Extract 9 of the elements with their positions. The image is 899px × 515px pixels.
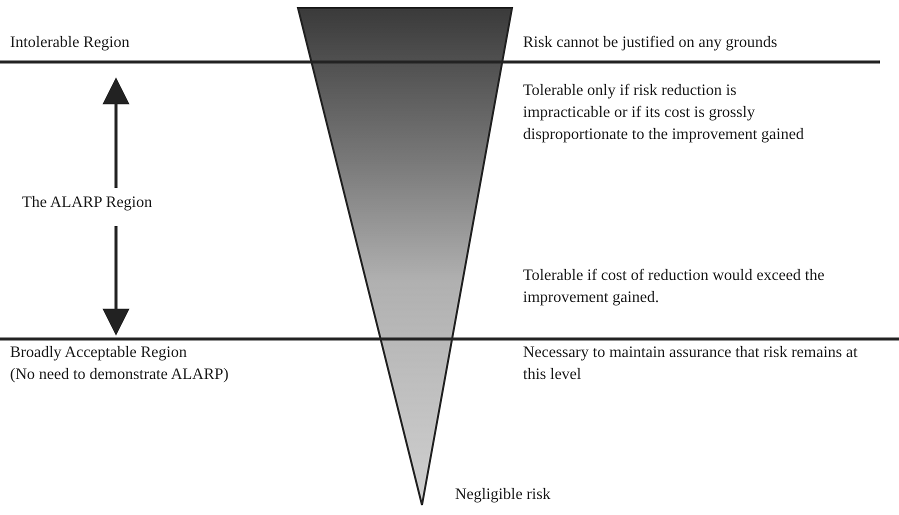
risk-label: Negligible risk: [455, 485, 551, 505]
region-label: The ALARP Region: [22, 193, 152, 213]
region-description: Necessary to maintain assurance that risk remains at this level: [523, 343, 859, 385]
region-note: (No need to demonstrate ALARP): [10, 365, 229, 385]
region-description: Risk cannot be justified on any grounds: [523, 33, 778, 53]
region-description: Tolerable if cost of reduction would exceed the improvement gained.: [523, 266, 826, 308]
region-label: Intolerable Region: [10, 33, 130, 53]
region-description: Tolerable only if risk reduction is impracticable or if its cost is grossly disproportionate to the improvement gained: [523, 81, 805, 145]
region-label: Broadly Acceptable Region: [10, 343, 187, 363]
